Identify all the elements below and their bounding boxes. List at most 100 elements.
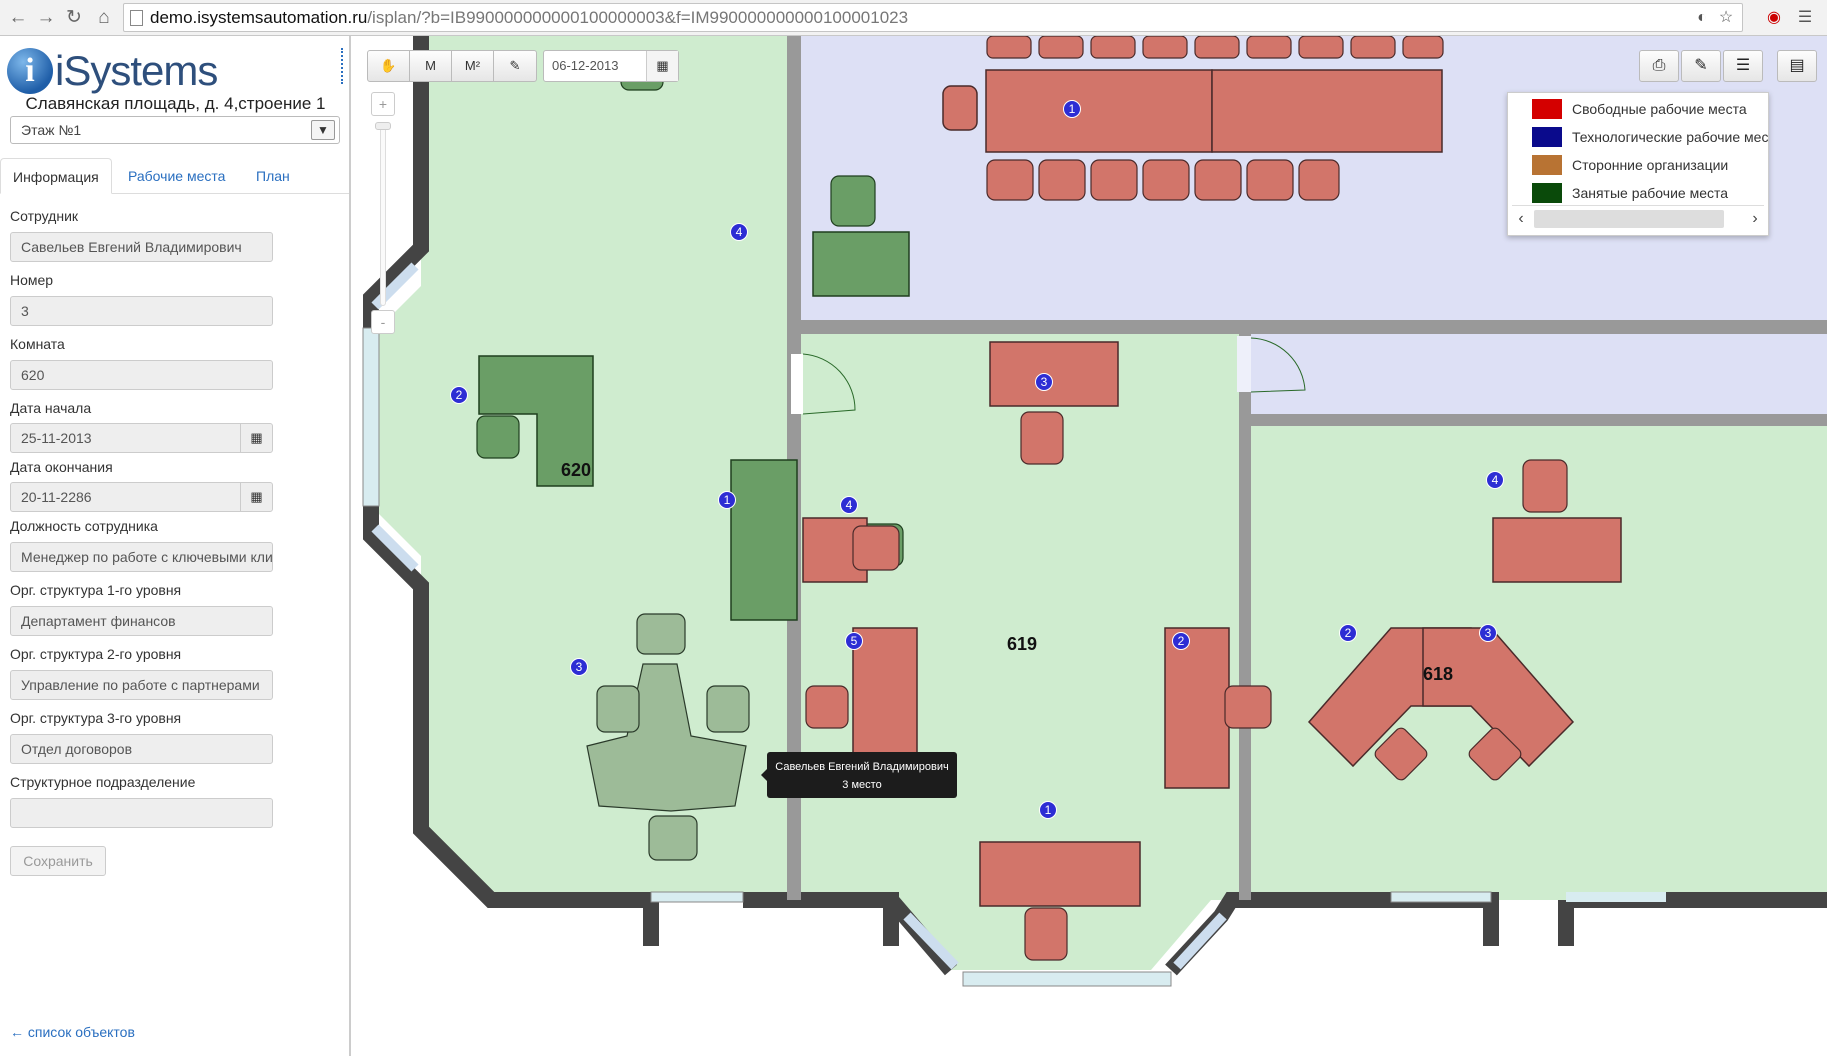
legend-panel: Свободные рабочие места Технологические … <box>1507 92 1769 236</box>
reload-icon[interactable]: ↻ <box>66 7 82 28</box>
floor-plan[interactable]: 4 2 1 3 3 4 5 2 1 4 2 3 1 620 619 618 ✋ … <box>351 36 1827 1056</box>
start-date-label: Дата начала <box>10 400 92 416</box>
seat-marker-619-2[interactable]: 2 <box>1172 632 1190 650</box>
edit-icon[interactable]: ✎ <box>1681 50 1721 82</box>
bookmark-star-icon[interactable]: ☆ <box>1718 9 1734 26</box>
plan-date-value: 06-12-2013 <box>552 58 619 73</box>
seat-marker-619-5[interactable]: 5 <box>845 632 863 650</box>
tooltip-place: 3 место <box>842 779 882 791</box>
pencil-icon[interactable]: ✎ <box>509 58 521 73</box>
menu-icon[interactable]: ☰ <box>1797 9 1813 26</box>
room-label-619: 619 <box>1007 634 1038 654</box>
org3-field[interactable]: Отдел договоров <box>10 734 273 764</box>
measure-length-button[interactable]: M <box>410 51 452 81</box>
room-field[interactable]: 620 <box>10 360 273 390</box>
home-icon[interactable]: ⌂ <box>98 7 110 28</box>
legend-label: Технологические рабочие места <box>1572 129 1769 145</box>
seat-marker-618-4[interactable]: 4 <box>1486 471 1504 489</box>
page-icon <box>130 10 143 26</box>
calendar-icon[interactable]: ▦ <box>646 51 678 81</box>
room-619-furniture <box>802 341 1230 907</box>
floor-plan-canvas <box>362 36 1827 987</box>
chevron-left-icon[interactable]: ‹ <box>1518 210 1524 227</box>
room-619-area <box>801 334 1239 970</box>
measure-area-button[interactable]: M² <box>452 51 494 81</box>
tooltip-name: Савельев Евгений Владимирович <box>775 761 949 773</box>
employee-field[interactable]: Савельев Евгений Владимирович <box>10 232 273 262</box>
start-date-field[interactable]: 25-11-2013 <box>10 423 242 453</box>
legend-swatch <box>1532 127 1562 147</box>
legend-label: Сторонние организации <box>1572 157 1729 173</box>
floor-select-value: Этаж №1 <box>21 122 82 138</box>
seat-marker-top-1[interactable]: 1 <box>1063 100 1081 118</box>
tab-plan[interactable]: План <box>256 168 290 184</box>
room-620-furniture <box>478 231 910 621</box>
seat-marker-619-1[interactable]: 1 <box>1039 801 1057 819</box>
zoom-control: + - <box>371 92 397 334</box>
zoom-out-button[interactable]: - <box>371 310 395 334</box>
plan-date-field[interactable]: 06-12-2013 ▦ <box>543 50 679 82</box>
chevron-right-icon[interactable]: › <box>1752 210 1758 227</box>
corridor-area <box>1251 334 1827 414</box>
division-label: Структурное подразделение <box>10 774 196 790</box>
org2-field[interactable]: Управление по работе с партнерами <box>10 670 273 700</box>
chairs-row <box>986 36 1444 201</box>
address-bar[interactable]: demo.isystemsautomation.ru/isplan/?b=IB9… <box>123 3 1743 32</box>
calendar-icon[interactable]: ▦ <box>240 482 273 512</box>
legend-label: Свободные рабочие места <box>1572 101 1747 117</box>
room-label-618: 618 <box>1423 664 1454 684</box>
back-to-objects-link[interactable]: ← список объектов <box>10 1024 135 1040</box>
number-field[interactable]: 3 <box>10 296 273 326</box>
chevron-down-icon[interactable]: ▼ <box>311 120 335 140</box>
floor-select[interactable]: Этаж №1 ▼ <box>10 116 340 144</box>
org1-field[interactable]: Департамент финансов <box>10 606 273 636</box>
back-arrow-icon[interactable]: ← <box>8 7 28 28</box>
legend-swatch <box>1532 99 1562 119</box>
seat-marker-619-4[interactable]: 4 <box>840 496 858 514</box>
end-date-label: Дата окончания <box>10 459 113 475</box>
org3-label: Орг. структура 3-го уровня <box>10 710 182 726</box>
legend-scrollbar[interactable]: ‹ › <box>1512 205 1764 231</box>
calendar-icon[interactable]: ▦ <box>240 423 273 453</box>
browser-toolbar: ← → ↻ ⌂ demo.isystemsautomation.ru/ispla… <box>0 0 1827 36</box>
end-date-field[interactable]: 20-11-2286 <box>10 482 242 512</box>
zoom-thumb[interactable] <box>375 122 391 130</box>
opera-icon[interactable]: ◉ <box>1767 9 1781 26</box>
seat-marker-619-3[interactable]: 3 <box>1035 373 1053 391</box>
tab-information[interactable]: Информация <box>0 158 112 194</box>
legend-swatch <box>1532 183 1562 203</box>
division-field[interactable] <box>10 798 273 828</box>
tab-bar: Информация Рабочие места План <box>0 158 349 194</box>
zoom-track[interactable] <box>380 126 386 306</box>
employee-label: Сотрудник <box>10 208 79 224</box>
position-field[interactable]: Менеджер по работе с ключевыми кли <box>10 542 273 572</box>
seat-marker-618-3[interactable]: 3 <box>1479 624 1497 642</box>
room-label-620: 620 <box>561 460 592 480</box>
legend-swatch <box>1532 155 1562 175</box>
legend-list-icon[interactable]: ☰ <box>1723 50 1763 82</box>
room-619-chairs <box>805 411 1272 961</box>
extension-icon[interactable]: ◐ <box>1697 9 1707 26</box>
collapse-handle[interactable] <box>341 48 347 84</box>
sidebar: i iSystems Славянская площадь, д. 4,стро… <box>0 36 351 1056</box>
seat-marker-618-2[interactable]: 2 <box>1339 624 1357 642</box>
print-icon[interactable]: ⎙ <box>1639 50 1679 82</box>
save-button[interactable]: Сохранить <box>10 846 106 876</box>
room-label: Комната <box>10 336 65 352</box>
layers-icon[interactable]: ▤ <box>1777 50 1817 82</box>
position-label: Должность сотрудника <box>10 518 158 534</box>
seat-marker-620-3[interactable]: 3 <box>570 658 588 676</box>
scroll-thumb[interactable] <box>1534 210 1724 228</box>
conference-table <box>942 69 1443 153</box>
logo: i iSystems <box>7 44 307 100</box>
logo-circle-icon <box>7 48 53 94</box>
forward-arrow-icon[interactable]: → <box>36 7 56 28</box>
seat-marker-620-1[interactable]: 1 <box>718 491 736 509</box>
seat-marker-620-2[interactable]: 2 <box>450 386 468 404</box>
seat-marker-620-4[interactable]: 4 <box>730 223 748 241</box>
org2-label: Орг. структура 2-го уровня <box>10 646 182 662</box>
zoom-in-button[interactable]: + <box>371 92 395 116</box>
hand-pan-icon[interactable]: ✋ <box>368 51 410 81</box>
tab-workplaces[interactable]: Рабочие места <box>128 168 226 184</box>
room-620-round-table <box>586 613 750 861</box>
